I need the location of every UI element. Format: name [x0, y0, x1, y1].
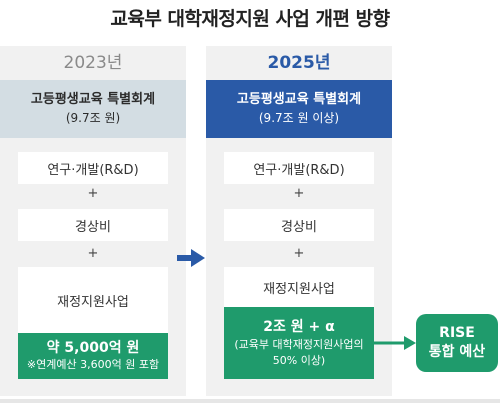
rise-connector-arrow-icon: [374, 336, 416, 350]
left-total-main: 약 5,000억 원: [46, 340, 140, 356]
left-plus-1: +: [87, 186, 99, 201]
bottom-divider: [0, 399, 500, 403]
right-total-main: 2조 원 + α: [263, 319, 335, 335]
left-total-note: ※연계예산 3,600억 원 포함: [26, 358, 160, 371]
left-item-rnd: 연구·개발(R&D): [18, 152, 168, 184]
right-item-rnd: 연구·개발(R&D): [224, 152, 374, 184]
rise-line-1: RISE: [439, 325, 475, 341]
right-header-subtitle: (9.7조 원 이상): [258, 111, 340, 125]
left-header-title: 고등평생교육 특별회계: [30, 92, 156, 107]
right-item-operating: 경상비: [224, 209, 374, 241]
left-total-box: 약 5,000억 원 ※연계예산 3,600억 원 포함: [18, 333, 168, 379]
year-2025-label: 2025년: [267, 53, 331, 73]
right-plus-1: +: [293, 186, 305, 201]
year-2023-label: 2023년: [63, 53, 123, 73]
right-header-box: 고등평생교육 특별회계 (9.7조 원 이상): [206, 80, 392, 138]
right-total-note-2: 50% 이상): [272, 354, 326, 367]
left-header-subtitle: (9.7조 원): [65, 111, 121, 125]
left-item-operating: 경상비: [18, 209, 168, 241]
left-header-box: 고등평생교육 특별회계 (9.7조 원): [0, 80, 186, 138]
right-item-support: 재정지원사업: [224, 267, 374, 307]
right-header-title: 고등평생교육 특별회계: [236, 92, 362, 107]
diagram-title: 교육부 대학재정지원 사업 개편 방향: [110, 8, 390, 30]
right-total-box: 2조 원 + α (교육부 대학재정지원사업의 50% 이상): [224, 307, 374, 379]
left-plus-2: +: [87, 246, 99, 261]
right-total-note-1: (교육부 대학재정지원사업의: [234, 338, 364, 351]
rise-line-2: 통합 예산: [428, 344, 486, 360]
right-plus-2: +: [293, 246, 305, 261]
transition-arrow-icon: [177, 249, 205, 267]
left-item-support: 재정지원사업: [18, 267, 168, 333]
rise-budget-box: RISE 통합 예산: [416, 314, 498, 372]
